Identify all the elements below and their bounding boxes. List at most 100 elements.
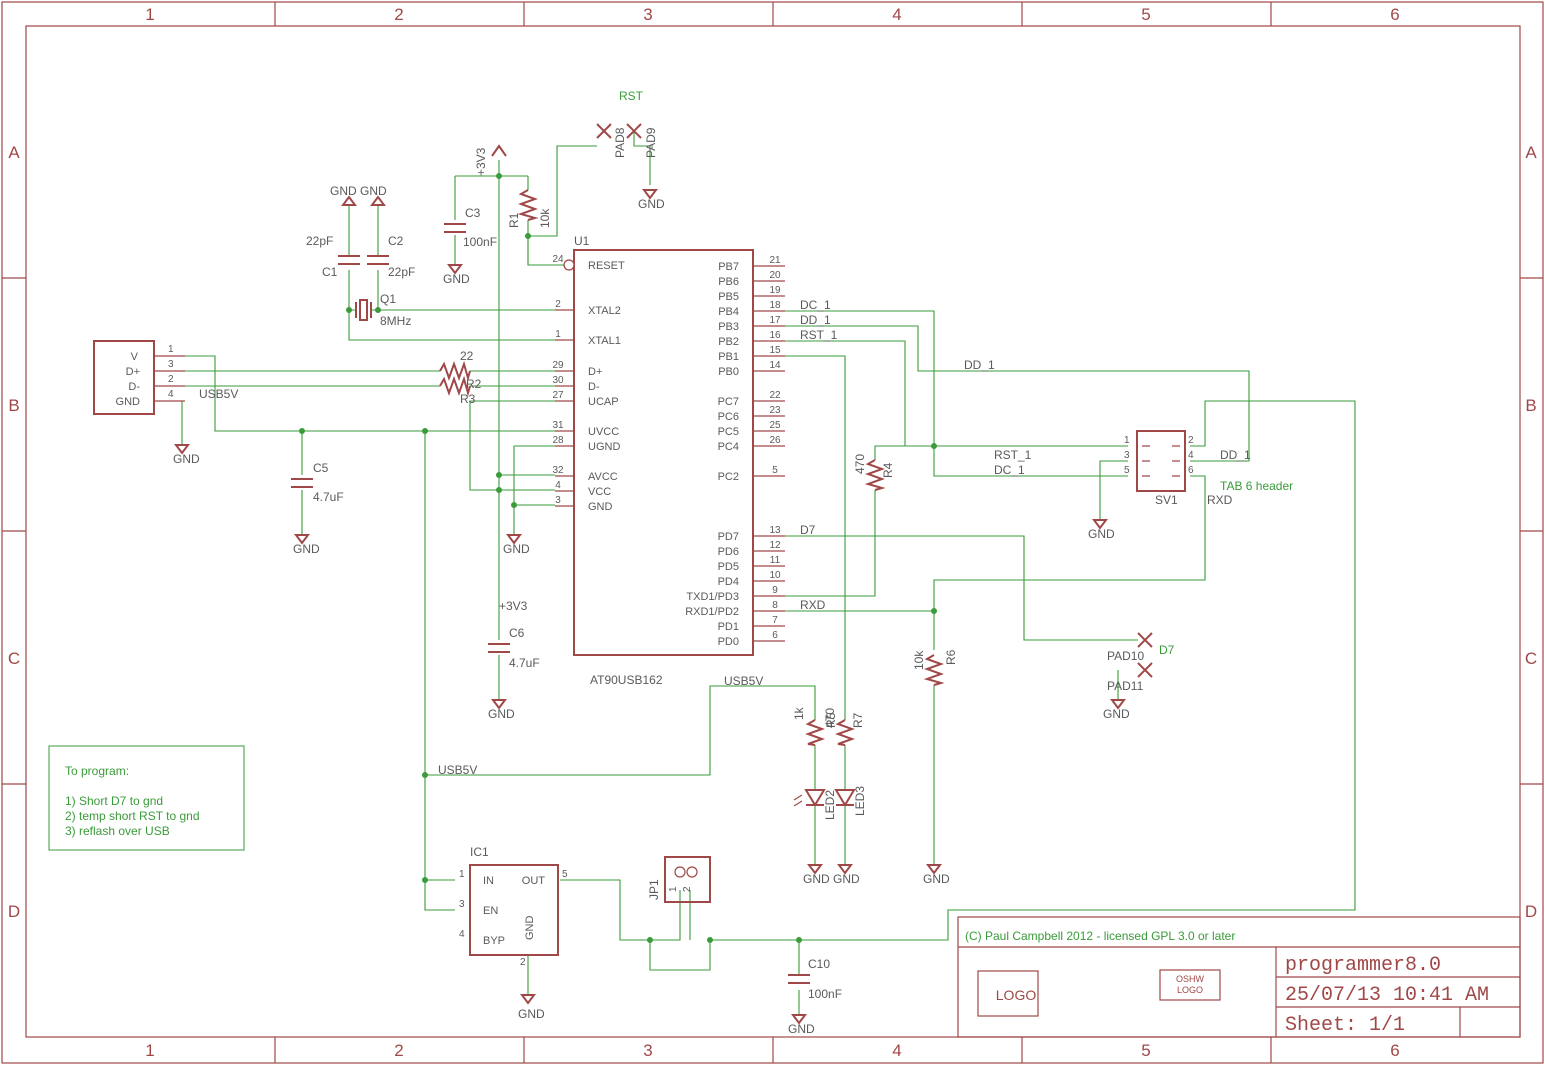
r7-value: 470 [823,708,837,728]
c2-value: 22pF [388,265,415,279]
row-label: D [1525,902,1537,921]
net-rst1-label: RST_1 [800,328,838,342]
r7-symbol [835,719,855,746]
r4-symbol [864,459,886,491]
u1-pin-name: GND [588,501,613,513]
gnd-label: GND [488,707,515,721]
r6-value: 10k [912,650,926,670]
r6-ref: R6 [944,649,958,665]
r1-symbol [517,189,539,221]
col-label: 6 [1390,1041,1399,1060]
gnd-label: GND [638,197,665,211]
u1-pin-name: PC2 [718,471,739,483]
gnd-label: GND [833,872,860,886]
net-rxd-label: RXD [1207,493,1233,507]
usb-pin-number: 2 [168,374,174,385]
title-block: (C) Paul Campbell 2012 - licensed GPL 3.… [957,916,1521,1038]
net-dd1-label: DD_1 [1220,448,1251,462]
q1-value: 8MHz [380,314,411,328]
q1-ref: Q1 [380,292,396,306]
u1-pin-name: XTAL2 [588,305,621,317]
frame-column-labels-top: 1 2 3 4 5 6 [145,5,1399,24]
c10-symbol [788,974,810,984]
frame-row-labels-left: A B C D [8,143,20,921]
row-label: C [8,649,20,668]
u1-pin-number: 32 [552,465,564,476]
ic1-pin-num: 1 [459,869,465,880]
power-symbols: +3V3 +3V3 GND GND GND GND GND GND GND GN… [173,144,1130,1036]
u1-pin-number: 12 [769,540,781,551]
u1-pin-name: PB3 [718,321,739,333]
sv1-pin: 3 [1124,450,1130,461]
pad9-label: PAD9 [644,127,658,158]
usb-pin-label: D- [128,381,140,393]
logo-box [977,970,1039,1017]
sv1-pin: 5 [1124,465,1130,476]
ic1-pin-num: 2 [520,957,526,968]
ic1-pin-num: 5 [562,869,568,880]
ic1-pin-num: 3 [459,899,465,910]
col-label: 3 [643,1041,652,1060]
pad9-x [626,123,642,139]
u1-pin-number: 26 [769,435,781,446]
c1-ref: C1 [322,265,338,279]
c6-symbol [488,643,510,653]
u1-pin-number: 2 [555,299,561,310]
u1-pin-number: 19 [769,285,781,296]
c2-symbol [367,255,389,265]
r3-ref: R3 [460,392,476,406]
c6-ref: C6 [509,626,525,640]
col-label: 1 [145,5,154,24]
pad8-x [596,123,612,139]
gnd-label: GND [293,542,320,556]
u1-pin-name: UGND [588,441,620,453]
programming-note: To program: 1) Short D7 to gnd 2) temp s… [48,745,245,851]
led2-ref: LED2 [823,790,837,820]
pad11-x [1137,662,1153,678]
u1-pin-number: 5 [772,465,778,476]
note-line: 2) temp short RST to gnd [65,809,200,823]
c10-ref: C10 [808,957,830,971]
u1-pin-name: PD0 [718,636,739,648]
col-label: 3 [643,5,652,24]
ic1-regulator: IC1 IN OUT EN BYP GND 1 5 3 4 2 [459,845,568,968]
net-d7-label: D7 [800,523,816,537]
sv1-pin: 2 [1188,435,1194,446]
c2-ref: C2 [388,234,404,248]
net-labels: USB5V USB5V USB5V RST DC_1 DD_1 RST_1 DD… [199,89,1251,777]
col-label: 5 [1141,1041,1150,1060]
u1-ref: U1 [574,234,590,248]
u1-pin-name: PB4 [718,306,739,318]
net-dc1-label: DC_1 [800,298,831,312]
sv1-header: SV1 TAB 6 header 1 3 5 2 4 6 [1124,430,1293,507]
jp1-ref: JP1 [647,879,661,900]
u1-pin-number: 22 [769,390,781,401]
ic1-pin-out: OUT [522,875,546,887]
u1-pin-name: PD4 [718,576,739,588]
net-d7-label: D7 [1159,643,1175,657]
r7-ref: R7 [851,712,865,728]
gnd-label: GND [1088,527,1115,541]
net-dd1-label: DD_1 [800,313,831,327]
u1-pin-number: 17 [769,315,781,326]
col-label: 4 [892,5,901,24]
u1-microcontroller: U1 AT90USB162 RESET24XTAL22XTAL11D+29D-3… [552,234,785,687]
r2-symbol [439,360,471,382]
usb-connector: V D+ D- GND 1 3 2 4 [93,340,185,415]
net-usb5v-label: USB5V [438,763,477,777]
oshw-logo-text: OSHW [1176,974,1205,984]
col-label: 2 [394,1041,403,1060]
row-label: A [1525,143,1537,162]
led3-symbol [834,789,856,807]
net-3v3-label: +3V3 [499,599,528,613]
row-label: B [1525,396,1536,415]
sv1-pin: 1 [1124,435,1130,446]
frame-column-labels-bottom: 1 2 3 4 5 6 [145,1041,1399,1060]
row-label: D [8,902,20,921]
sv1-pin: 4 [1188,450,1194,461]
u1-pin-name: PB5 [718,291,739,303]
gnd-label: GND [503,542,530,556]
u1-pin-number: 27 [552,390,564,401]
sv1-desc: TAB 6 header [1220,479,1293,493]
note-line: 3) reflash over USB [65,824,170,838]
